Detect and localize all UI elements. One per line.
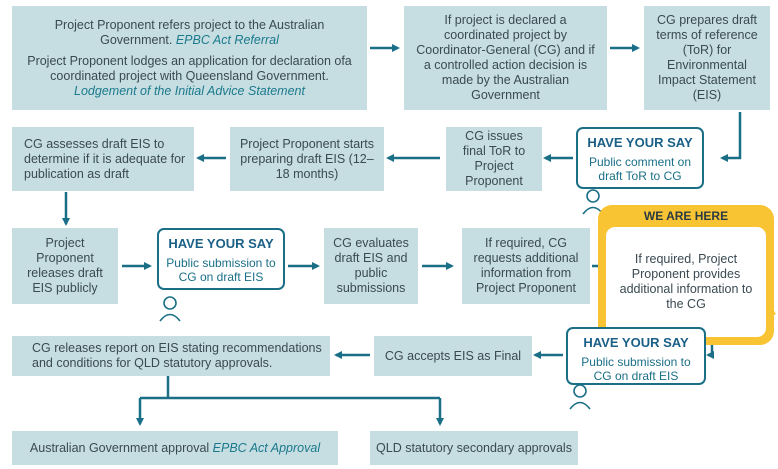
have-your-say-heading: HAVE YOUR SAY <box>168 236 274 251</box>
step-request-info-text: If required, CG requests additional info… <box>473 236 579 295</box>
step-cg-report: CG releases report on EIS stating recomm… <box>12 336 330 376</box>
step-draft-tor-text: CG prepares draft terms of reference (To… <box>656 13 758 102</box>
have-your-say-text: Public submission to CG on draft EIS <box>581 355 691 383</box>
step-release-draft: Project Proponent releases draft EIS pub… <box>12 228 118 304</box>
referral-text: Project Proponent refers project to the … <box>54 17 325 47</box>
step-aus-approval: Australian Government approval EPBC Act … <box>12 431 338 465</box>
have-your-say-text: Public comment on draft ToR to CG <box>588 155 692 183</box>
step-prepare-eis-text: Project Proponent starts preparing draft… <box>239 136 375 181</box>
aus-approval-text: Australian Government approval <box>29 440 213 455</box>
step-assess-eis: CG assesses draft EIS to determine if it… <box>12 127 194 191</box>
step-prepare-eis: Project Proponent starts preparing draft… <box>230 127 384 191</box>
epbc-referral-link[interactable]: EPBC Act Referral <box>175 32 279 47</box>
step-accept-final-text: CG accepts EIS as Final <box>384 348 522 363</box>
have-your-say-heading: HAVE YOUR SAY <box>583 335 689 350</box>
step-qld-approvals-text: QLD statutory secondary approvals <box>376 440 572 455</box>
ias-link[interactable]: Lodgement of the Initial Advice Statemen… <box>74 83 305 98</box>
we-are-here-highlight: WE ARE HERE If required, Project Propone… <box>598 205 774 345</box>
arrow-r3-down <box>706 345 714 359</box>
step-accept-final: CG accepts EIS as Final <box>374 336 532 376</box>
have-your-say-draft-eis[interactable]: HAVE YOUR SAY Public submission to CG on… <box>157 228 285 290</box>
have-your-say-text: Public submission to CG on draft EIS <box>166 256 276 284</box>
epbc-approval-link[interactable]: EPBC Act Approval <box>212 440 321 455</box>
ias-text: Project Proponent lodges an application … <box>27 53 352 83</box>
step-declared: If project is declared a coordinated pro… <box>404 6 607 110</box>
step-final-tor: CG issues final ToR to Project Proponent <box>446 127 542 191</box>
have-your-say-heading: HAVE YOUR SAY <box>587 135 693 150</box>
step-cg-report-text: CG releases report on EIS stating recomm… <box>32 341 322 370</box>
we-are-here-label: WE ARE HERE <box>643 209 729 223</box>
step-evaluate: CG evaluates draft EIS and public submis… <box>324 228 418 304</box>
have-your-say-tor[interactable]: HAVE YOUR SAY Public comment on draft To… <box>576 127 704 189</box>
step-declared-text: If project is declared a coordinated pro… <box>416 13 595 102</box>
person-icon <box>159 296 181 322</box>
step-assess-eis-text: CG assesses draft EIS to determine if it… <box>24 136 186 181</box>
step-qld-approvals: QLD statutory secondary approvals <box>370 431 578 465</box>
step-evaluate-text: CG evaluates draft EIS and public submis… <box>333 236 409 295</box>
step-referral: Project Proponent refers project to the … <box>12 6 367 110</box>
step-final-tor-text: CG issues final ToR to Project Proponent <box>462 129 526 188</box>
step-additional-info-text: If required, Project Proponent provides … <box>619 252 753 311</box>
step-request-info: If required, CG requests additional info… <box>462 228 590 304</box>
arrow-r1-down <box>720 112 742 162</box>
step-draft-tor: CG prepares draft terms of reference (To… <box>644 6 770 110</box>
step-release-draft-text: Project Proponent releases draft EIS pub… <box>27 236 103 295</box>
step-additional-info: If required, Project Proponent provides … <box>606 227 766 337</box>
person-icon <box>569 384 591 410</box>
have-your-say-final[interactable]: HAVE YOUR SAY Public submission to CG on… <box>566 327 706 385</box>
